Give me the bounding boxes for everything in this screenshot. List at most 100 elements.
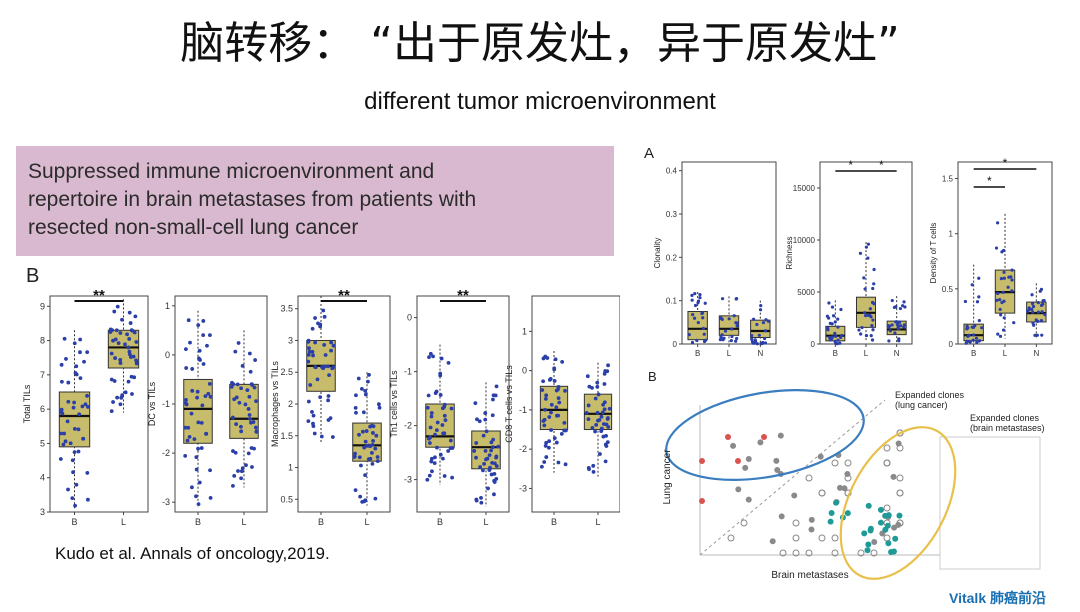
data-point [755,322,759,327]
data-point [129,328,134,333]
clone-point-shared [871,538,878,545]
data-point [70,496,75,501]
clone-point [831,549,839,557]
clone-point-shared [730,442,737,449]
data-point [74,364,79,369]
y-tick-label: 0.3 [666,210,678,219]
x-tick-label: L [1003,349,1008,358]
data-point [966,326,970,330]
data-point [863,287,867,291]
data-point [602,400,607,405]
data-point [594,423,599,427]
data-point [996,291,1000,296]
clone-point [792,534,800,542]
data-point [184,366,189,370]
data-point [72,426,77,431]
data-point [184,398,188,402]
data-point [750,340,755,344]
significance-star: ** [457,287,469,304]
y-tick-label: 3 [288,335,293,345]
data-point [244,463,248,468]
y-tick-label: 2 [288,399,293,409]
clone-point-shared [742,464,749,471]
clone-point [883,444,891,452]
data-point [720,297,725,301]
data-point [109,377,114,382]
data-point [599,414,604,419]
data-point [483,448,488,453]
data-point [893,331,897,335]
data-point [604,444,609,448]
data-point [763,341,768,345]
x-tick-label: B [695,349,700,358]
data-point [233,450,238,455]
significance-star: * [987,174,992,188]
data-point [1001,328,1006,332]
data-point [870,324,874,328]
data-point [479,500,484,505]
data-point [491,445,495,450]
data-point [864,314,868,318]
y-tick-label: 1.5 [942,175,954,184]
expanded-brain-point [877,506,884,513]
data-point [866,256,870,260]
data-point [564,428,568,433]
data-point [321,366,326,371]
data-point [732,314,736,318]
y-tick-label: 4 [40,473,45,483]
data-point [240,363,245,368]
data-point [429,456,434,461]
scatter-annotation: Expanded clones [970,413,1040,423]
data-point [183,453,188,458]
data-point [195,389,200,394]
data-point [599,429,604,434]
data-point [116,341,121,346]
data-point [902,300,906,304]
y-tick-label: 3.5 [280,304,293,314]
data-point [492,480,497,484]
data-point [696,320,700,325]
data-point [72,400,77,405]
data-point [363,498,368,503]
data-point [446,449,451,453]
data-point [127,352,132,357]
clone-point-shared [769,538,776,545]
data-point [201,319,206,323]
data-point [231,483,235,488]
diagonal-line [699,399,886,556]
data-point [544,455,549,459]
data-point [197,348,202,353]
data-point [1039,303,1044,308]
data-point [484,429,489,434]
y-tick-label: 0 [165,350,170,360]
data-point [364,429,369,433]
data-point [331,365,336,369]
data-point [606,416,610,420]
data-point [239,424,243,429]
data-point [872,302,876,306]
data-point [132,330,137,335]
x-tick-label: L [121,517,126,527]
data-point [890,323,894,327]
data-point [190,367,195,371]
x-tick-label: N [1033,349,1039,358]
data-point [690,293,694,297]
data-point [59,410,64,415]
data-point [440,423,445,427]
y-axis-label: CD8 T cells vs TILs [504,365,514,443]
data-point [491,437,496,442]
data-point [229,384,234,389]
data-point [58,457,63,461]
data-point [1036,301,1040,305]
expanded-brain-point [884,522,891,529]
data-point [362,445,367,450]
y-tick-label: -2 [404,421,412,431]
data-point [82,359,86,364]
data-point [826,328,830,332]
data-point [998,307,1002,312]
data-point [310,349,315,354]
data-point [109,409,114,414]
data-point [698,296,702,300]
expanded-brain-point [827,518,834,525]
